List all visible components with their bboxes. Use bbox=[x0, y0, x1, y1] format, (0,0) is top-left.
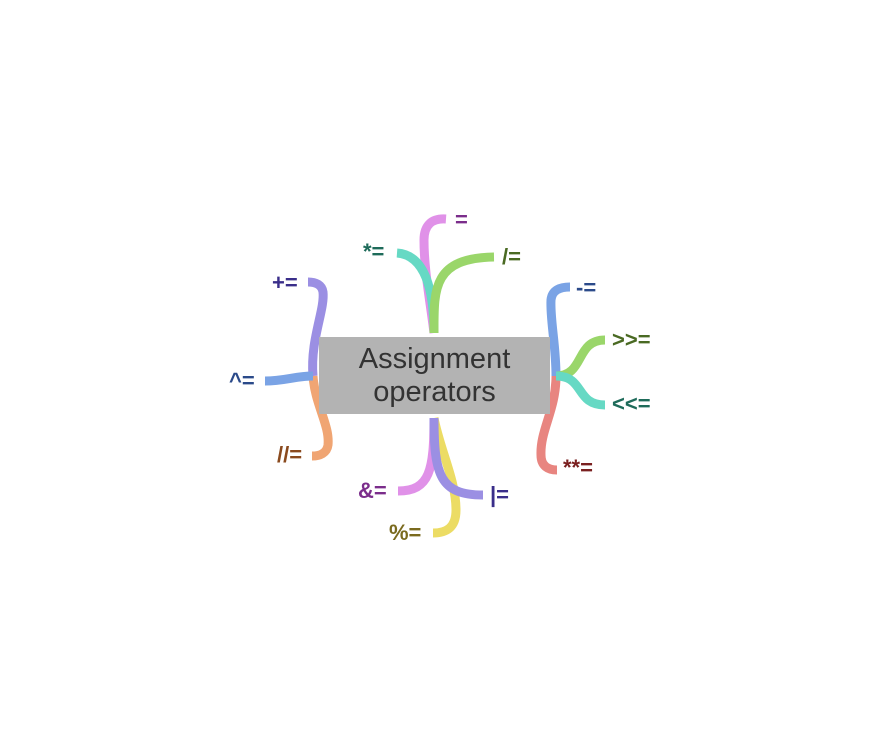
topic-and[interactable]: &= bbox=[358, 478, 387, 503]
central-topic-line1: Assignment bbox=[358, 342, 511, 375]
branch-line-rshift bbox=[555, 335, 606, 381]
branch-line-pow bbox=[536, 375, 561, 475]
central-topic[interactable]: Assignment operators bbox=[319, 337, 550, 414]
topic-add[interactable]: += bbox=[272, 270, 298, 295]
topic-floordiv[interactable]: //= bbox=[277, 442, 303, 467]
topic-pow[interactable]: **= bbox=[563, 455, 593, 480]
topic-sub[interactable]: -= bbox=[576, 275, 597, 300]
topic-mul[interactable]: *= bbox=[363, 239, 385, 264]
topic-rshift[interactable]: >>= bbox=[612, 327, 651, 352]
branch-line-or bbox=[429, 417, 484, 500]
topic-div[interactable]: /= bbox=[502, 244, 521, 269]
topic-lshift[interactable]: <<= bbox=[612, 391, 651, 416]
branch-line-add bbox=[307, 277, 328, 377]
topic-xor[interactable]: ^= bbox=[229, 368, 255, 393]
topic-mod[interactable]: %= bbox=[389, 520, 422, 545]
branch-line-floordiv bbox=[308, 375, 333, 461]
branch-line-xor bbox=[264, 371, 314, 386]
branch-line-sub bbox=[546, 282, 571, 377]
central-topic-line2: operators bbox=[373, 375, 496, 408]
branch-line-and bbox=[397, 417, 439, 496]
topic-or[interactable]: |= bbox=[490, 482, 510, 507]
branch-line-lshift bbox=[555, 371, 606, 410]
topic-eq[interactable]: = bbox=[455, 207, 468, 232]
branch-line-div bbox=[429, 252, 495, 334]
branch-line-mod bbox=[429, 417, 461, 538]
